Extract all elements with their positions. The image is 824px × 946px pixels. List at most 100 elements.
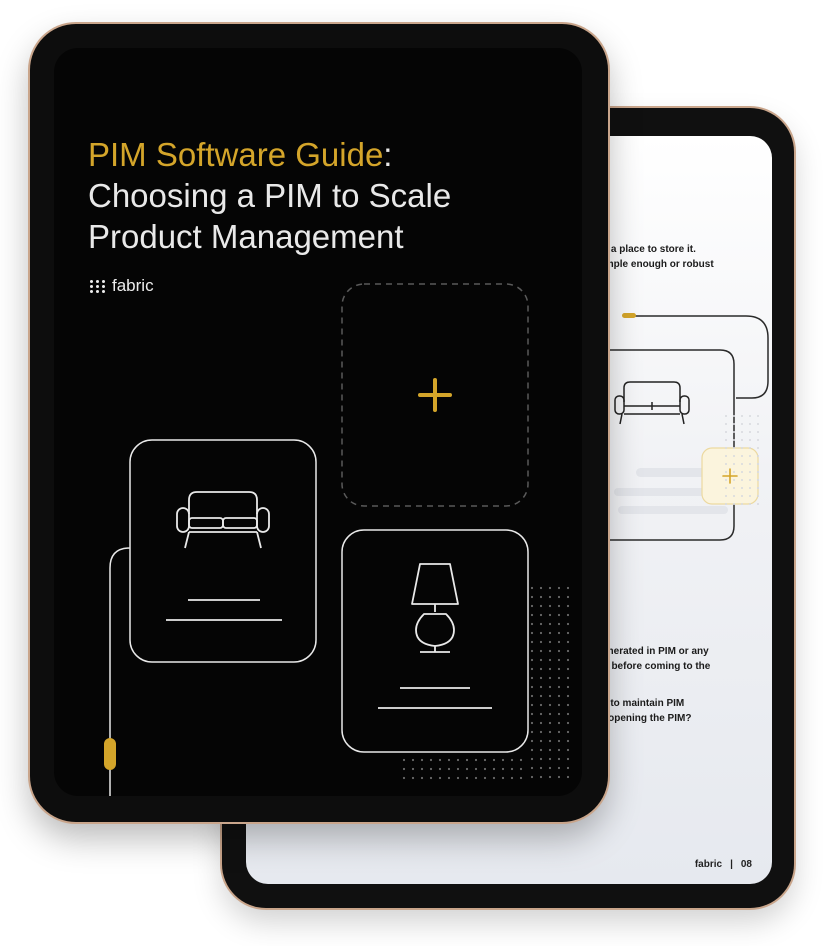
- dot: [539, 757, 543, 761]
- dot: [733, 463, 735, 465]
- back-text-line: t opening the PIM?: [602, 713, 692, 724]
- dot: [492, 767, 496, 771]
- dot: [539, 595, 543, 599]
- dot: [483, 767, 487, 771]
- dot: [548, 631, 552, 635]
- dot: [725, 431, 727, 433]
- dot: [733, 423, 735, 425]
- plus-icon: [722, 468, 738, 484]
- dot: [733, 447, 735, 449]
- dot: [530, 694, 534, 698]
- dot: [757, 415, 759, 417]
- dot: [757, 455, 759, 457]
- dot: [456, 767, 460, 771]
- dot: [725, 447, 727, 449]
- dot: [733, 495, 735, 497]
- dot: [548, 676, 552, 680]
- dot: [749, 455, 751, 457]
- connector-knob: [622, 313, 636, 318]
- dot: [557, 766, 561, 770]
- dot: [411, 776, 415, 780]
- dot: [548, 748, 552, 752]
- dot: [510, 767, 514, 771]
- dot: [733, 487, 735, 489]
- dot: [429, 758, 433, 762]
- dot: [447, 767, 451, 771]
- dot: [733, 439, 735, 441]
- dot: [557, 730, 561, 734]
- dot: [474, 776, 478, 780]
- cover-title-highlight: PIM Software Guide: [88, 136, 384, 173]
- dot: [557, 775, 561, 779]
- dot: [539, 748, 543, 752]
- dot: [548, 739, 552, 743]
- dot: [557, 604, 561, 608]
- plus-icon: [418, 378, 452, 412]
- dot: [566, 685, 570, 689]
- dot: [566, 703, 570, 707]
- dot: [733, 479, 735, 481]
- dot: [566, 649, 570, 653]
- dot: [411, 767, 415, 771]
- dot: [539, 703, 543, 707]
- dot: [420, 767, 424, 771]
- dot: [530, 721, 534, 725]
- dot: [539, 775, 543, 779]
- dot: [566, 658, 570, 662]
- dot: [539, 649, 543, 653]
- dot: [530, 676, 534, 680]
- dot: [757, 463, 759, 465]
- dot: [539, 694, 543, 698]
- dot: [749, 423, 751, 425]
- dot: [557, 703, 561, 707]
- dot: [557, 694, 561, 698]
- dot: [402, 767, 406, 771]
- dot: [741, 431, 743, 433]
- dot: [539, 667, 543, 671]
- dot: [749, 487, 751, 489]
- dot: [725, 455, 727, 457]
- dot: [725, 495, 727, 497]
- dot: [530, 712, 534, 716]
- dot: [749, 439, 751, 441]
- dot: [530, 685, 534, 689]
- dot: [566, 775, 570, 779]
- dot: [741, 415, 743, 417]
- dot: [438, 767, 442, 771]
- back-text-line: g a place to store it.: [602, 244, 696, 255]
- dot: [548, 622, 552, 626]
- dot: [530, 703, 534, 707]
- dot: [539, 730, 543, 734]
- dot: [733, 415, 735, 417]
- placeholder-card: [341, 283, 529, 507]
- dot: [438, 776, 442, 780]
- cover-illustration: [104, 283, 570, 796]
- dot: [566, 694, 570, 698]
- dot: [749, 495, 751, 497]
- dot: [741, 471, 743, 473]
- dot: [749, 503, 751, 505]
- dot: [539, 622, 543, 626]
- connector-line: [109, 547, 131, 796]
- dot: [530, 613, 534, 617]
- dot: [725, 471, 727, 473]
- dot: [749, 415, 751, 417]
- dot: [539, 676, 543, 680]
- dot: [530, 640, 534, 644]
- dot: [733, 503, 735, 505]
- dot: [429, 767, 433, 771]
- dot: [566, 676, 570, 680]
- dot: [539, 631, 543, 635]
- dot: [501, 758, 505, 762]
- dot: [566, 667, 570, 671]
- dot: [501, 776, 505, 780]
- dot: [539, 613, 543, 617]
- dot: [557, 721, 561, 725]
- dot: [557, 676, 561, 680]
- dot: [741, 423, 743, 425]
- dot: [483, 758, 487, 762]
- dot: [741, 447, 743, 449]
- footer-logo: fabric: [694, 859, 723, 870]
- dot: [749, 479, 751, 481]
- dot-pattern: [402, 586, 570, 780]
